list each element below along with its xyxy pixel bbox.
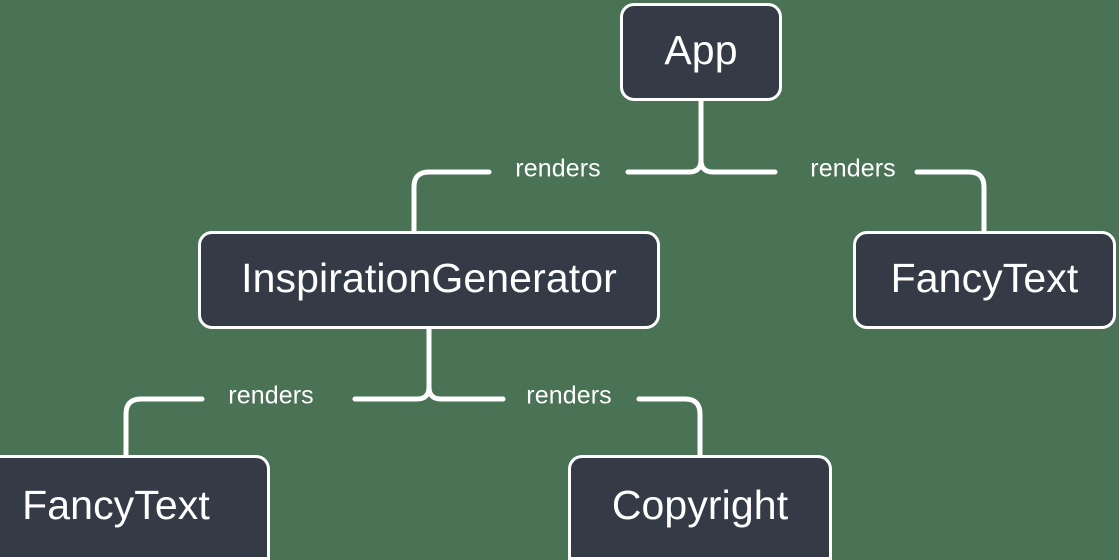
edge-inspiration-junction-left — [352, 384, 432, 402]
edge-label-app-to-fancytext-right: renders — [810, 154, 896, 183]
edge-inspiration-junction-right — [426, 384, 506, 402]
edge-app-to-fancytext-right — [914, 169, 987, 234]
edge-label-inspiration-generator-to-fancytext-left: renders — [228, 381, 314, 410]
edge-inspiration-to-copyright — [636, 396, 703, 458]
node-fancytext-right-label: FancyText — [890, 254, 1079, 301]
edge-label-app-to-inspiration-generator: renders — [515, 154, 601, 183]
node-copyright-label: Copyright — [611, 482, 789, 528]
edge-app-junction-right — [698, 157, 778, 175]
edge-app-to-inspiration — [411, 169, 492, 234]
edge-label-inspiration-generator-to-copyright: renders — [526, 381, 612, 410]
node-inspiration-generator[interactable]: InspirationGenerator — [198, 231, 660, 329]
node-fancytext-left[interactable]: FancyText — [0, 455, 270, 560]
edge-inspiration-to-fancytext-left — [123, 396, 205, 458]
node-fancytext-right[interactable]: FancyText — [853, 231, 1116, 329]
node-inspiration-generator-label: InspirationGenerator — [241, 254, 617, 301]
node-copyright[interactable]: Copyright — [568, 455, 832, 560]
node-fancytext-left-label: FancyText — [22, 482, 210, 528]
node-app-label: App — [664, 26, 738, 73]
edge-app-junction-left — [625, 157, 704, 175]
node-app[interactable]: App — [620, 3, 782, 101]
